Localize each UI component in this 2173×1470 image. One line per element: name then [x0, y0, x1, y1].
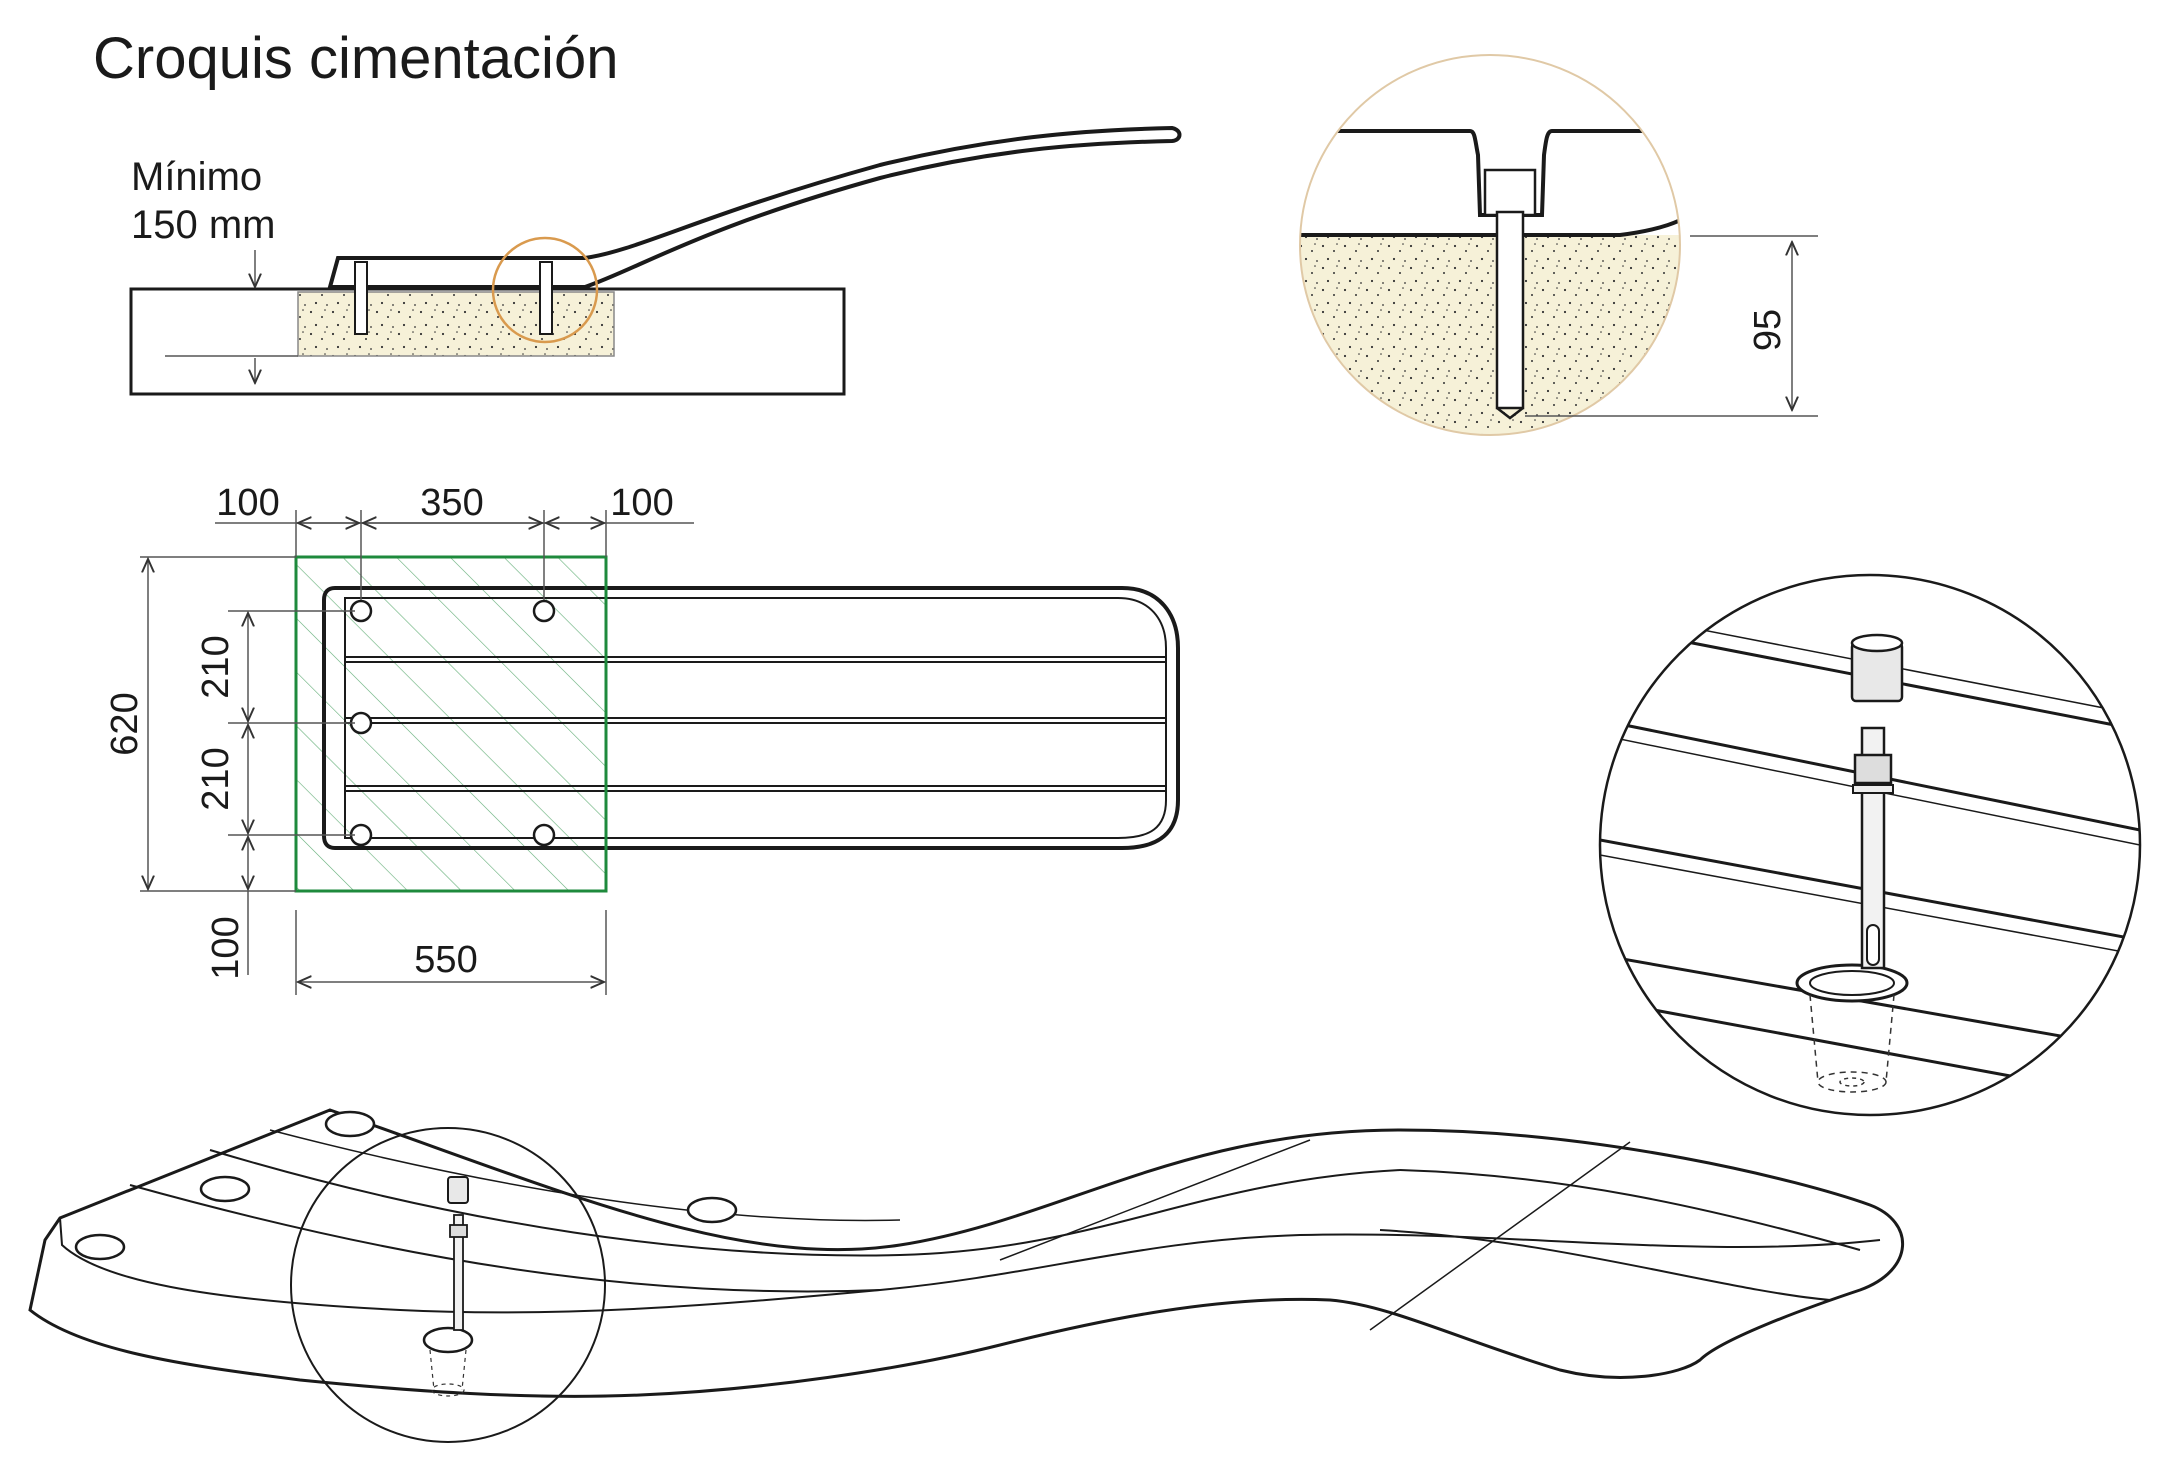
anchor-detail-view: 95	[1299, 54, 1818, 436]
iso-detail-circle	[290, 1127, 606, 1443]
isometric-view	[28, 1108, 1905, 1443]
anchor-bolt	[1495, 210, 1525, 410]
iso-mounting-hole	[74, 1233, 126, 1261]
min-depth-note-line1: Mínimo	[131, 155, 262, 199]
anchor-bolt-left	[354, 261, 368, 335]
bench-plan-outline	[322, 586, 1180, 850]
bench-iso-outline	[28, 1108, 1905, 1398]
dim-width: 550	[414, 939, 477, 981]
iso-anchor-rod	[453, 1214, 464, 1331]
dim-spacing-1: 210	[195, 635, 237, 698]
bolt-assembly-detail	[1598, 573, 2142, 1117]
dim-top-left: 100	[216, 482, 279, 524]
bench-profile	[327, 125, 1182, 289]
anchor-nut-hex	[1853, 753, 1893, 785]
iso-anchor-cap	[447, 1176, 469, 1204]
foundation-outline	[294, 555, 608, 893]
page-title: Croquis cimentación	[93, 26, 618, 91]
depth-dimension-label: 95	[1747, 309, 1789, 351]
dim-bottom-margin: 100	[205, 916, 247, 979]
iso-mounting-hole	[686, 1196, 738, 1224]
plan-view: 100 350 100 620 210 210 100 550	[104, 482, 1180, 995]
anchor-washer	[1852, 784, 1894, 794]
anchor-hole	[532, 823, 556, 847]
dim-overall-height: 620	[104, 692, 146, 755]
anchor-hole	[532, 599, 556, 623]
detail-highlight-circle	[491, 236, 599, 344]
iso-mounting-hole	[199, 1175, 251, 1203]
bolt-detail-circle	[1598, 573, 2142, 1117]
anchor-nut	[1483, 168, 1537, 217]
iso-mounting-hole	[422, 1326, 474, 1354]
dim-top-middle: 350	[420, 482, 483, 524]
iso-mounting-hole	[324, 1110, 376, 1138]
dim-spacing-2: 210	[195, 747, 237, 810]
detail-circle-outline	[1299, 54, 1681, 436]
dim-top-right: 100	[610, 482, 673, 524]
concrete-footing	[297, 291, 615, 357]
anchor-bolt-right	[539, 261, 553, 335]
side-view: Mínimo 150 mm	[129, 125, 1182, 396]
min-depth-note-line2: 150 mm	[131, 203, 276, 247]
